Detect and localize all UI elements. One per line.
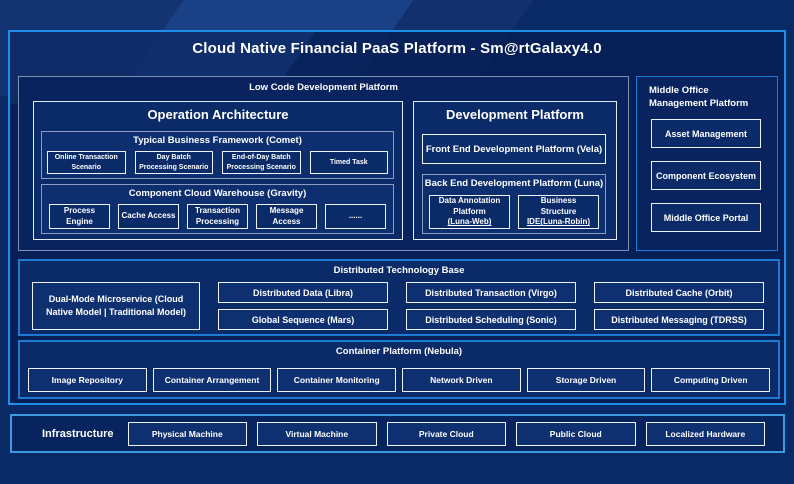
distributed-item-distributed-transaction: Distributed Transaction (Virgo) [406,282,576,303]
luna-item-line: (Luna-Web) [447,217,492,227]
comet-group-title: Typical Business Framework (Comet) [133,135,302,146]
container-platform-section: Container Platform (Nebula) Image Reposi… [18,340,780,399]
container-platform-label: Container Platform (Nebula) [335,346,463,357]
middle-office-section-label: Middle Office Management Platform [649,85,749,109]
luna-item-data-annotation-platform: Data Annotation Platform (Luna-Web) [429,195,510,229]
gravity-item-message-access: Message Access [256,204,317,229]
development-platform-panel: Development Platform Front End Developme… [413,101,617,240]
middle-office-item-middle-office-portal: Middle Office Portal [651,203,761,232]
luna-group-title: Back End Development Platform (Luna) [424,178,604,189]
development-platform-title: Development Platform [446,107,584,122]
luna-item-business-structure-ide: Business Structure IDE(Luna-Robin) [518,195,599,229]
comet-item-end-of-day-batch: End-of-Day Batch Processing Scenario [222,151,301,174]
gravity-group-title: Component Cloud Warehouse (Gravity) [128,188,307,199]
distributed-item-dual-mode-microservice: Dual-Mode Microservice (Cloud Native Mod… [32,282,200,330]
luna-items-row: Data Annotation Platform (Luna-Web) Busi… [429,195,599,229]
middle-office-management-platform-section: Middle Office Management Platform Asset … [636,76,778,251]
typical-business-framework-group: Typical Business Framework (Comet) Onlin… [41,131,394,179]
operation-architecture-panel: Operation Architecture Typical Business … [33,101,403,240]
gravity-item-cache-access: Cache Access [118,204,179,229]
luna-item-line: Business [540,196,577,206]
distributed-technology-base-section: Distributed Technology Base Dual-Mode Mi… [18,259,780,336]
back-end-development-platform-luna: Back End Development Platform (Luna) Dat… [422,174,606,234]
front-end-development-platform-vela: Front End Development Platform (Vela) [422,134,606,164]
infrastructure-section: Infrastructure Physical Machine Virtual … [10,414,785,453]
middle-office-item-asset-management: Asset Management [651,119,761,148]
infrastructure-item-public-cloud: Public Cloud [516,421,636,446]
infrastructure-items-row: Physical Machine Virtual Machine Private… [127,421,766,446]
operation-architecture-title: Operation Architecture [147,107,289,122]
comet-item-day-batch: Day Batch Processing Scenario [134,151,213,174]
low-code-section-label: Low Code Development Platform [249,82,398,93]
distributed-item-global-sequence: Global Sequence (Mars) [218,309,388,330]
gravity-item-transaction-processing: Transaction Processing [187,204,248,229]
gravity-item-process-engine: Process Engine [49,204,110,229]
comet-items-row: Online Transaction Scenario Day Batch Pr… [47,151,388,174]
platform-diagram: Cloud Native Financial PaaS Platform - S… [8,30,786,405]
middle-office-item-component-ecosystem: Component Ecosystem [651,161,761,190]
distributed-section-label: Distributed Technology Base [333,265,465,276]
luna-item-line: Structure [540,206,577,216]
distributed-items-row: Dual-Mode Microservice (Cloud Native Mod… [32,282,764,330]
component-cloud-warehouse-group: Component Cloud Warehouse (Gravity) Proc… [41,184,394,234]
infrastructure-item-physical-machine: Physical Machine [127,421,248,446]
luna-item-line: Data Annotation [438,196,501,206]
distributed-column: Distributed Transaction (Virgo) Distribu… [406,282,576,330]
distributed-item-distributed-messaging: Distributed Messaging (TDRSS) [594,309,764,330]
comet-item-timed-task: Timed Task [309,151,388,174]
infrastructure-item-private-cloud: Private Cloud [386,421,507,446]
container-item-computing-driven: Computing Driven [651,368,771,392]
distributed-item-distributed-cache: Distributed Cache (Orbit) [594,282,764,303]
infrastructure-item-virtual-machine: Virtual Machine [257,421,377,446]
gravity-item-ellipsis: ...... [325,204,386,229]
luna-item-line: Platform [453,206,486,216]
page-title: Cloud Native Financial PaaS Platform - S… [192,40,602,57]
container-item-container-arrangement: Container Arrangement [152,368,272,392]
container-item-network-driven: Network Driven [402,368,521,392]
comet-item-online-transaction: Online Transaction Scenario [47,151,126,174]
infrastructure-label: Infrastructure [42,427,114,440]
distributed-column: Distributed Data (Libra) Global Sequence… [218,282,388,330]
luna-item-line: IDE(Luna-Robin) [526,217,591,227]
distributed-item-distributed-scheduling: Distributed Scheduling (Sonic) [406,309,576,330]
distributed-item-distributed-data: Distributed Data (Libra) [218,282,388,303]
infrastructure-item-localized-hardware: Localized Hardware [645,421,766,446]
distributed-column: Distributed Cache (Orbit) Distributed Me… [594,282,764,330]
container-item-storage-driven: Storage Driven [526,368,646,392]
low-code-development-platform-section: Low Code Development Platform Operation … [18,76,629,251]
container-item-image-repository: Image Repository [28,368,147,392]
gravity-items-row: Process Engine Cache Access Transaction … [49,204,386,229]
container-platform-items-row: Image Repository Container Arrangement C… [28,368,771,392]
container-item-container-monitoring: Container Monitoring [277,368,397,392]
